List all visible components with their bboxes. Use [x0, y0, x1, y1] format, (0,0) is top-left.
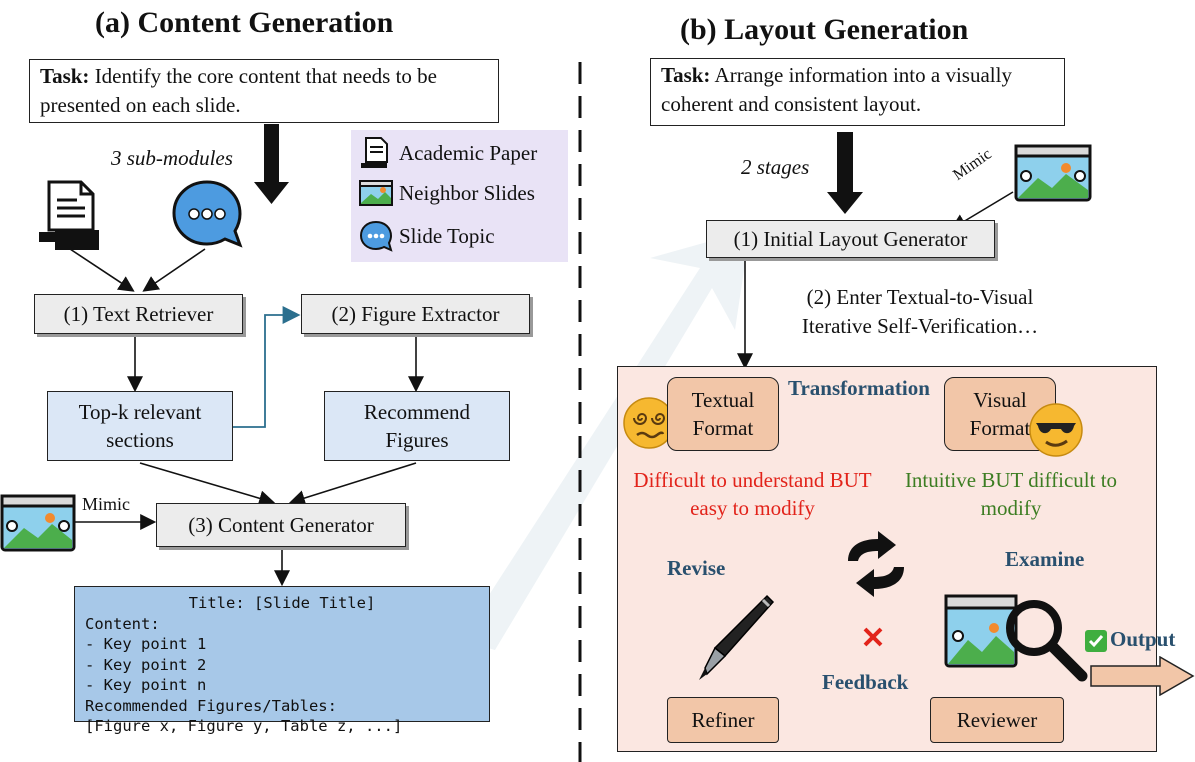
transformation-label: Transformation: [788, 376, 930, 400]
textual-format-box: Textual Format: [667, 377, 779, 451]
text-retriever-box: (1) Text Retriever: [34, 294, 243, 334]
left-task-box: Task: Identify the core content that nee…: [29, 59, 499, 123]
output-line: [Figure x, Figure y, Table z, ...]: [85, 717, 403, 735]
output-title-line: Title: [Slide Title]: [188, 594, 376, 612]
enter-verification-text: (2) Enter Textual-to-Visual Iterative Se…: [801, 285, 1039, 338]
difficult-text: Difficult to understand BUT easy to modi…: [633, 468, 872, 520]
feedback-label: Feedback: [822, 670, 909, 694]
output-line: - Key point 1: [85, 635, 207, 653]
content-generator-box: (3) Content Generator: [156, 503, 406, 547]
stages-label: 2 stages: [741, 155, 810, 179]
left-mimic-label: Mimic: [82, 494, 130, 514]
output-line: - Key point 2: [85, 655, 207, 674]
magnifier-icon: [1000, 594, 1090, 689]
legend-item-slides: Neighbor Slides: [359, 178, 535, 208]
left-big-arrow: [254, 124, 289, 204]
right-task-text: Arrange information into a visually cohe…: [661, 63, 1012, 116]
red-x-icon: [862, 626, 884, 653]
background-arrow: [460, 230, 750, 650]
slide-thumbnail-icon: [1014, 144, 1092, 202]
slide-thumbnail-icon: [944, 590, 1018, 675]
cycle-arrows-icon: [838, 531, 914, 602]
legend-item-paper: Academic Paper: [359, 136, 537, 170]
output-arrow-icon: [1090, 655, 1195, 701]
right-task-box: Task: Arrange information into a visuall…: [650, 58, 1065, 126]
legend: Academic Paper Neighbor Slides Slide Top…: [351, 130, 568, 262]
right-task-label: Task:: [661, 63, 711, 87]
sunglasses-face-emoji: [1028, 402, 1084, 463]
left-task-label: Task:: [40, 64, 90, 88]
legend-label-topic: Slide Topic: [399, 223, 495, 248]
left-panel-title: (a) Content Generation: [95, 6, 394, 39]
chat-bubble-icon: [170, 178, 244, 250]
recommend-figures-box: Recommend Figures: [324, 391, 510, 461]
refiner-box: Refiner: [667, 697, 779, 743]
legend-label-slides: Neighbor Slides: [399, 180, 535, 205]
output-label: Output: [1110, 627, 1176, 651]
check-icon: [1085, 630, 1107, 657]
topk-sections-box: Top-k relevant sections: [47, 391, 233, 461]
figure-extractor-box: (2) Figure Extractor: [301, 294, 530, 334]
intuitive-text: Intuitive BUT difficult to modify: [904, 468, 1118, 520]
submodules-label: 3 sub-modules: [111, 146, 233, 170]
legend-label-paper: Academic Paper: [399, 140, 538, 165]
slide-thumbnail-icon: [359, 180, 393, 206]
left-task-text: Identify the core content that needs to …: [40, 64, 437, 117]
revise-label: Revise: [667, 556, 726, 580]
content-output-box: Title: [Slide Title] Content: - Key point …: [74, 586, 490, 735]
pen-icon: [697, 590, 777, 687]
document-icon: [37, 180, 101, 252]
legend-item-topic: Slide Topic: [359, 220, 495, 252]
examine-label: Examine: [1005, 547, 1085, 571]
output-line: Content:: [85, 614, 160, 633]
output-line: Recommended Figures/Tables:: [85, 696, 337, 715]
document-icon: [361, 137, 388, 168]
right-big-arrow: [827, 132, 863, 214]
output-line: - Key point n: [85, 676, 207, 694]
right-panel-title: (b) Layout Generation: [680, 13, 969, 46]
reviewer-box: Reviewer: [930, 697, 1064, 743]
slide-thumbnail-icon: [0, 494, 76, 552]
chat-bubble-icon: [359, 220, 393, 252]
initial-layout-generator-box: (1) Initial Layout Generator: [706, 220, 995, 258]
